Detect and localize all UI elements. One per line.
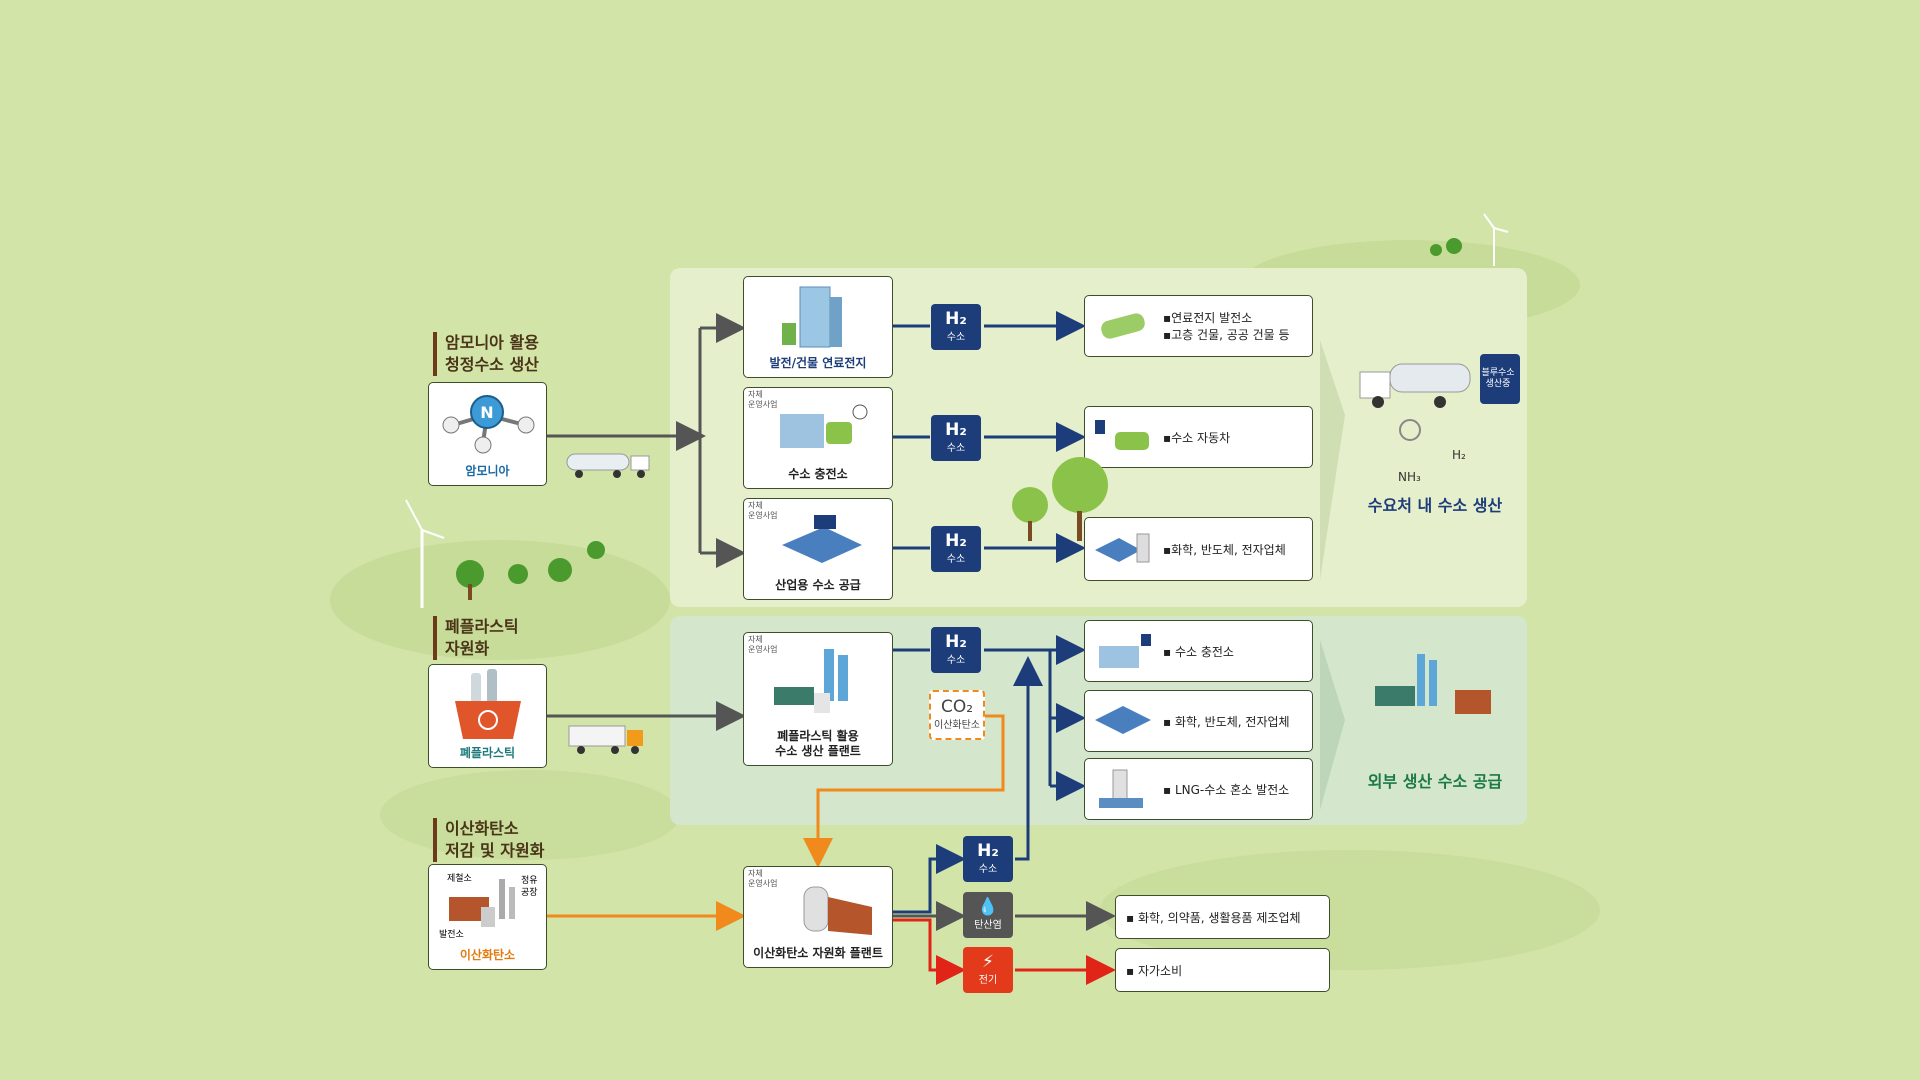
solar-factory-icon xyxy=(782,515,862,563)
charging-station-label: 수소 충전소 xyxy=(788,467,848,481)
refinery-label-2: 공장 xyxy=(521,888,538,898)
plastic-truck-icon xyxy=(568,725,643,754)
ammonia-section-title: 암모니아 활용 청정수소 생산 xyxy=(433,332,595,376)
ammonia-truck-icon xyxy=(566,453,650,478)
dest-lng-power: ▪ LNG-수소 혼소 발전소 xyxy=(1084,758,1313,820)
refinery-label-1: 정유 xyxy=(521,876,538,886)
industrial-supply-label: 산업용 수소 공급 xyxy=(775,578,861,592)
droplet-icon: 💧 xyxy=(977,897,999,917)
ammonia-molecule-icon: N xyxy=(442,395,535,454)
dest-charging-station: ▪ 수소 충전소 xyxy=(1084,620,1313,682)
plastic-source-box: 폐플라스틱 xyxy=(428,664,547,768)
fuel-cell-box: 발전/건물 연료전지 xyxy=(743,276,893,378)
tree-wind-decoration-right xyxy=(1430,213,1509,266)
power-plant-icon xyxy=(1099,769,1143,808)
charging-station-icon xyxy=(780,404,868,448)
plastic-title-line2: 자원화 xyxy=(445,639,490,658)
co2-plant-icon xyxy=(803,886,872,935)
plastic-title-line1: 폐플라스틱 xyxy=(445,617,519,636)
ammonia-label: 암모니아 xyxy=(465,464,510,478)
co2-label: 이산화탄소 xyxy=(459,948,516,962)
nh3-label: NH₃ xyxy=(1398,470,1421,484)
co2-source-box: 제철소 정유 공장 발전소 이산화탄소 xyxy=(428,864,547,970)
co2-title-line1: 이산화탄소 xyxy=(445,819,519,838)
power-plant-label: 발전소 xyxy=(439,930,464,940)
onsite-production-title: 수요처 내 수소 생산 xyxy=(1367,496,1503,515)
recycling-basket-icon xyxy=(455,669,521,739)
bg-hill-left xyxy=(330,540,670,660)
co2-title-line2: 저감 및 자원화 xyxy=(445,841,545,860)
car-icon xyxy=(1095,420,1149,450)
tanker-truck-icon xyxy=(1359,354,1520,441)
industrial-complex-icon xyxy=(1095,533,1150,563)
factory-icon xyxy=(449,879,515,927)
ammonia-source-box: N 암모니아 xyxy=(428,382,547,486)
ammonia-title-line1: 암모니아 활용 xyxy=(445,333,539,352)
svg-text:N: N xyxy=(480,403,493,422)
external-supply-title: 외부 생산 수소 공급 xyxy=(1367,772,1503,791)
dest-fuel-cell-power: ▪연료전지 발전소▪고층 건물, 공공 건물 등 xyxy=(1084,295,1313,357)
fuel-cell-label: 발전/건물 연료전지 xyxy=(769,356,867,370)
plastic-section-title: 폐플라스틱 자원화 xyxy=(433,616,595,660)
solar-complex-icon xyxy=(1095,706,1151,734)
external-plant-icon xyxy=(1375,654,1491,714)
lightning-icon: ⚡ xyxy=(982,952,994,972)
dest-self-consumption: ▪ 자가소비 xyxy=(1115,948,1330,992)
bg-hill-bottom-left xyxy=(380,770,680,860)
plastic-label: 폐플라스틱 xyxy=(459,746,516,760)
power-badge: ⚡전기 xyxy=(963,947,1013,993)
dest-chemical-semiconductor-2: ▪ 화학, 반도체, 전자업체 xyxy=(1084,690,1313,752)
tree-decoration-mid xyxy=(1012,457,1108,541)
tree-wind-decoration-left xyxy=(405,499,605,608)
ammonia-title-line2: 청정수소 생산 xyxy=(445,355,539,374)
fuel-cell-battery-icon xyxy=(1101,313,1145,339)
steel-mill-label: 제철소 xyxy=(447,874,472,884)
building-icon xyxy=(782,286,842,348)
dest-chemical-pharma: ▪ 화학, 의약품, 생활용품 제조업체 xyxy=(1115,895,1330,939)
co2-plant-label: 이산화탄소 자원화 플랜트 xyxy=(753,946,883,960)
carbonate-badge: 💧탄산염 xyxy=(963,892,1013,938)
h2-label: H₂ xyxy=(1452,448,1466,462)
dest-chemical-semiconductor: ▪화학, 반도체, 전자업체 xyxy=(1084,517,1313,581)
charging-station-small-icon xyxy=(1099,634,1151,668)
hydrogen-plant-icon xyxy=(774,649,848,713)
co2-section-title: 이산화탄소 저감 및 자원화 xyxy=(433,818,595,862)
dest-hydrogen-car: ▪수소 자동차 xyxy=(1084,406,1313,468)
